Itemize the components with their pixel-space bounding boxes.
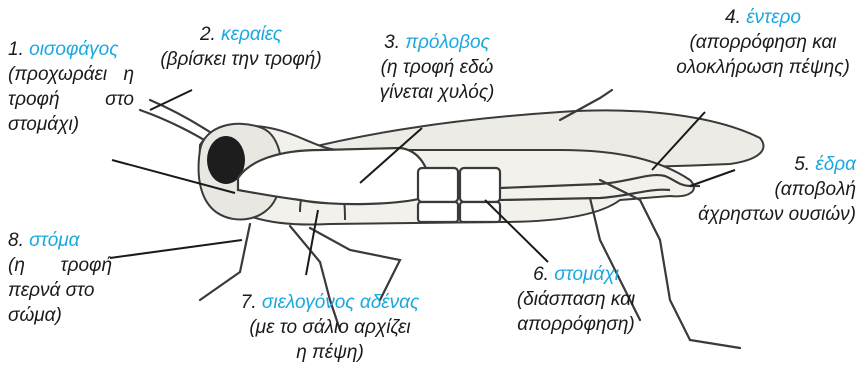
label-number: 2.: [200, 24, 216, 45]
label-term: σιελογόνος αδένας: [262, 292, 419, 313]
label-edra: 5. έδρα (αποβολή άχρηστων ουσιών): [690, 152, 856, 227]
label-prolovos: 3. πρόλοβος (η τροφή εδώ γίνεται χυλός): [367, 30, 507, 105]
label-stomachi: 6. στομάχι (διάσπαση και απορρόφηση): [498, 262, 654, 337]
label-number: 1.: [8, 39, 24, 60]
label-desc-line: (βρίσκει την τροφή): [148, 47, 334, 72]
label-desc-line: άχρηστων ουσιών): [690, 202, 856, 227]
label-term: στόμα: [29, 230, 79, 251]
label-desc-line: (προχωράει η: [8, 62, 134, 87]
label-desc-line: (η τροφή: [8, 253, 112, 278]
label-number: 7.: [241, 292, 257, 313]
label-desc-line: ολοκλήρωση πέψης): [668, 55, 858, 80]
label-desc-line: (η τροφή εδώ: [367, 55, 507, 80]
label-number: 3.: [384, 32, 400, 53]
label-desc-line: (απορρόφηση και: [668, 30, 858, 55]
label-desc-line: απορρόφηση): [498, 312, 654, 337]
label-number: 5.: [794, 154, 810, 175]
label-desc-line: (με το σάλιο αρχίζει: [205, 315, 455, 340]
label-desc-line: (αποβολή: [690, 177, 856, 202]
label-keraies: 2. κεραίες (βρίσκει την τροφή): [148, 22, 334, 72]
label-term: πρόλοβος: [405, 32, 490, 53]
pointer-keraies: [150, 90, 192, 110]
label-stoma: 8. στόμα (η τροφή περνά στο σώμα): [8, 228, 112, 328]
label-number: 4.: [725, 7, 741, 28]
label-oisofagos: 1. οισοφάγος (προχωράει η τροφή στο στομ…: [8, 37, 134, 137]
pointer-stoma: [110, 240, 242, 258]
label-term: έντερο: [746, 7, 801, 28]
label-desc-line: (διάσπαση και: [498, 287, 654, 312]
label-entero: 4. έντερο (απορρόφηση και ολοκλήρωση πέψ…: [668, 5, 858, 80]
label-desc-line: η πέψη): [205, 340, 455, 365]
label-sielogonos: 7. σιελογόνος αδένας (με το σάλιο αρχίζε…: [205, 290, 455, 365]
label-number: 6.: [533, 264, 549, 285]
label-term: οισοφάγος: [29, 39, 118, 60]
label-desc-line: γίνεται χυλός): [367, 80, 507, 105]
label-desc-line: τροφή στο: [8, 87, 134, 112]
label-term: έδρα: [815, 154, 856, 175]
label-term: κεραίες: [221, 24, 282, 45]
label-desc-line: περνά στο: [8, 278, 112, 303]
label-number: 8.: [8, 230, 24, 251]
label-term: στομάχι: [554, 264, 619, 285]
label-desc-line: στομάχι): [8, 112, 134, 137]
label-desc-line: σώμα): [8, 303, 112, 328]
